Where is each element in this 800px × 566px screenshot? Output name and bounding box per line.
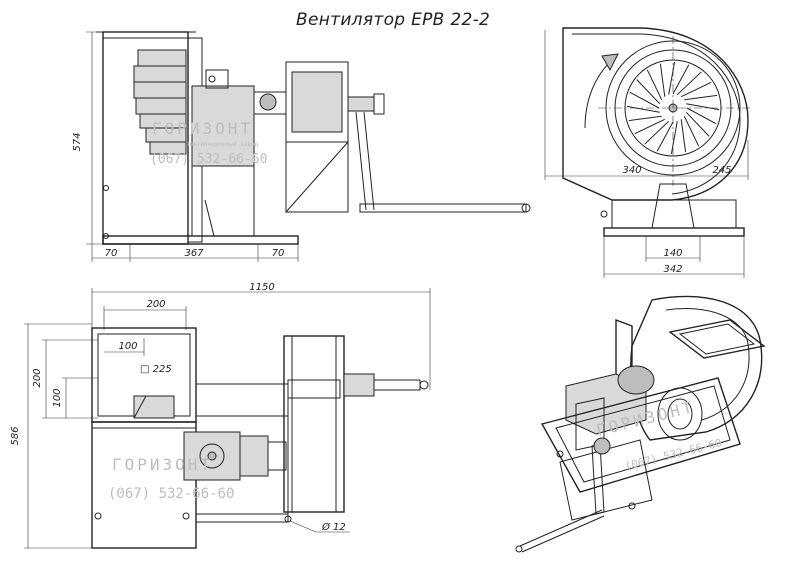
impeller-blade: [636, 79, 661, 105]
impeller-blade: [683, 115, 700, 147]
top-total-length-dim: 1150: [249, 282, 274, 293]
impeller-blade: [680, 81, 712, 98]
impeller-blade: [644, 120, 670, 145]
side-view: 574 70 367 70 ГОРИЗОНТ вентиляционный за…: [72, 31, 531, 262]
impeller-blade: [686, 103, 720, 111]
watermark-subtitle: вентиляционный завод: [186, 141, 259, 148]
impeller-blade: [676, 71, 702, 96]
impeller-blade: [680, 119, 687, 153]
impeller-blade: [626, 105, 660, 113]
impeller-blade: [628, 115, 662, 122]
impeller-blade: [656, 121, 674, 152]
impeller-blade: [686, 107, 717, 125]
top-outlet-square-dim: □ 225: [140, 364, 172, 375]
side-height-dim: 574: [72, 132, 83, 151]
top-view: 1150 200 100 □ 225 586 200 100: [10, 282, 431, 549]
watermark-brand: ГОРИЗОНТ: [152, 119, 253, 138]
impeller-blade: [672, 64, 690, 95]
impeller-blade: [629, 91, 660, 109]
side-flange-left-dim: 70: [105, 248, 118, 259]
watermark-brand: ГОРИЗОНТ: [112, 455, 213, 474]
top-outlet-height-half-dim: 100: [52, 388, 63, 407]
isometric-view: ГОРИЗОНТ (067) 532-66-60: [515, 295, 766, 553]
watermark-phone: (067) 532-66-60: [108, 486, 234, 502]
impeller-blade: [684, 94, 718, 101]
front-right-radius-dim: 245: [712, 165, 731, 176]
drawing-title: Вентилятор ЕРВ 22-2: [296, 10, 491, 30]
top-outlet-height-dim: 200: [32, 368, 43, 387]
front-base-outer-dim: 342: [663, 264, 682, 275]
top-total-height-dim: 586: [10, 426, 21, 445]
front-left-radius-dim: 340: [622, 165, 641, 176]
impeller-blade: [659, 63, 666, 97]
front-base-inner-dim: 140: [663, 248, 682, 259]
watermark-phone: (067) 532-66-60: [150, 152, 267, 167]
top-hole-diameter-dim: Ø 12: [321, 521, 346, 533]
watermark-phone: (067) 532-66-60: [624, 436, 724, 473]
side-flange-right-dim: 70: [272, 248, 285, 259]
impeller-blade: [634, 118, 666, 135]
side-body-width-dim: 367: [184, 248, 204, 259]
impeller-blade: [668, 61, 676, 95]
impeller-blade: [670, 121, 678, 155]
impeller-blade: [685, 111, 710, 137]
impeller-blade: [646, 69, 663, 101]
top-outlet-width-dim: 200: [146, 299, 165, 310]
top-outlet-half-dim: 100: [118, 341, 137, 352]
front-view: 340 245 140 342: [544, 27, 750, 278]
